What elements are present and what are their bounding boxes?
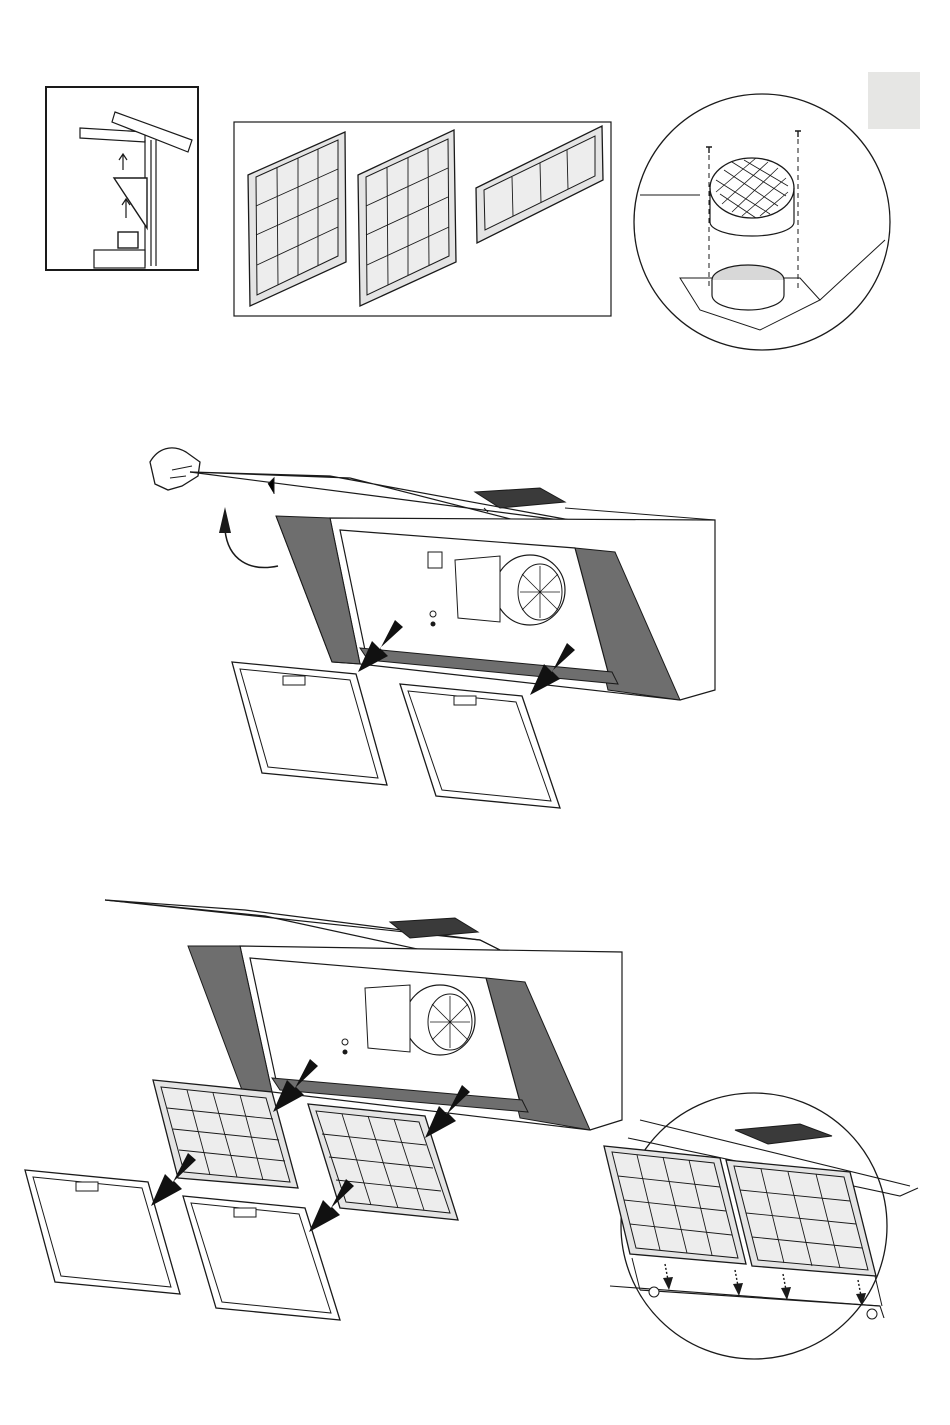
carbon-filter-set	[234, 122, 611, 316]
carbon-filter-detail	[604, 1093, 918, 1359]
remove-grease-filters	[150, 448, 715, 808]
grease-filter-2	[400, 684, 560, 808]
grease-filter-a	[25, 1170, 180, 1294]
duct-grille-detail	[634, 94, 890, 350]
grease-filter-b	[183, 1196, 340, 1320]
recirculation-icon	[46, 87, 198, 270]
fit-carbon-filters	[25, 900, 622, 1320]
carbon-filter-a	[153, 1080, 298, 1188]
grease-filter-1	[232, 662, 387, 785]
